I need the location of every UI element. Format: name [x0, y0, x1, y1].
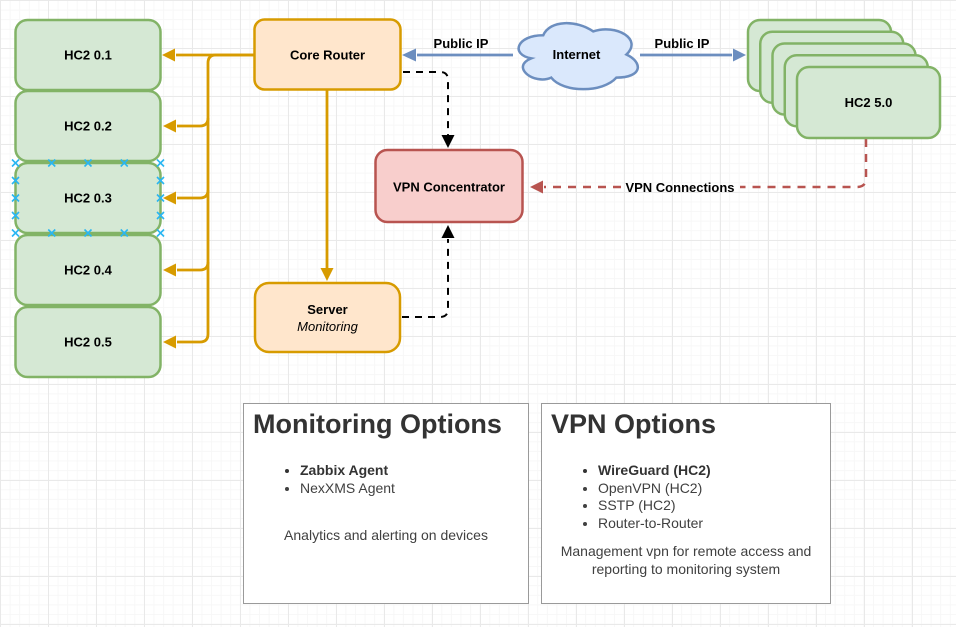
vpn-connections-label: VPN Connections: [625, 180, 734, 195]
node-vpn-concentrator[interactable]: VPN Concentrator: [374, 148, 524, 224]
server-label: Server: [307, 302, 347, 317]
public-ip-left-label: Public IP: [434, 36, 489, 51]
vpn-options-note-line2: reporting to monitoring system: [591, 560, 781, 577]
hc2-02-label: HC2 0.2: [64, 119, 112, 134]
hc2-01-label: HC2 0.1: [64, 48, 112, 63]
edge-core-router-trunk-to-hc2-05[interactable]: [163, 53, 254, 349]
list-item: NexXMS Agent: [300, 480, 528, 498]
edge-internet-to-hc2-stack[interactable]: [640, 48, 746, 62]
public-ip-right-label: Public IP: [655, 36, 710, 51]
server-role-label: Monitoring: [297, 319, 358, 334]
vpn-options-title: VPN Options: [551, 409, 717, 439]
edge-branch-to-hc2-04[interactable]: [163, 261, 210, 277]
list-item: Zabbix Agent: [300, 462, 528, 480]
node-hc2-stack[interactable]: HC2 5.0: [746, 18, 942, 140]
core-router-label: Core Router: [290, 48, 365, 63]
node-hc2-01[interactable]: HC2 0.1: [14, 18, 162, 92]
edge-server-to-vpn-concentrator[interactable]: [402, 225, 455, 318]
list-item: WireGuard (HC2): [598, 462, 830, 480]
edge-branch-to-hc2-02[interactable]: [163, 117, 210, 133]
node-hc2-05[interactable]: HC2 0.5: [14, 305, 162, 379]
hc2-stack-label: HC2 5.0: [845, 95, 893, 110]
node-hc2-04[interactable]: HC2 0.4: [14, 233, 162, 307]
list-item: Router-to-Router: [598, 515, 830, 533]
edge-core-router-to-server[interactable]: [320, 89, 334, 281]
monitoring-options-panel[interactable]: Monitoring Options Zabbix Agent NexXMS A…: [243, 403, 529, 604]
vpn-options-note-line1: Management vpn for remote access and: [560, 543, 812, 559]
hc2-03-label: HC2 0.3: [64, 191, 112, 206]
monitoring-options-list: Zabbix Agent NexXMS Agent: [244, 462, 528, 497]
vpn-concentrator-label: VPN Concentrator: [393, 180, 505, 195]
edge-branch-to-hc2-03[interactable]: [163, 189, 210, 205]
monitoring-options-title: Monitoring Options: [253, 409, 502, 439]
monitoring-options-note: Analytics and alerting on devices: [284, 527, 488, 543]
node-hc2-03[interactable]: HC2 0.3: [14, 161, 162, 235]
hc2-05-label: HC2 0.5: [64, 335, 112, 350]
internet-label: Internet: [553, 47, 601, 62]
edge-hc2-stack-to-vpn-concentrator[interactable]: [530, 139, 868, 194]
node-core-router[interactable]: Core Router: [253, 18, 402, 91]
edge-core-router-to-vpn-concentrator[interactable]: [403, 71, 455, 148]
hc2-04-label: HC2 0.4: [64, 263, 112, 278]
node-internet-cloud[interactable]: Internet: [517, 21, 639, 91]
list-item: OpenVPN (HC2): [598, 480, 830, 498]
vpn-options-note: Management vpn for remote access and rep…: [542, 543, 830, 578]
node-server-monitoring[interactable]: Server Monitoring: [253, 281, 402, 354]
list-item: SSTP (HC2): [598, 497, 830, 515]
vpn-options-list: WireGuard (HC2) OpenVPN (HC2) SSTP (HC2)…: [542, 462, 830, 532]
node-hc2-02[interactable]: HC2 0.2: [14, 89, 162, 163]
vpn-options-panel[interactable]: VPN Options WireGuard (HC2) OpenVPN (HC2…: [541, 403, 831, 604]
edge-internet-to-core-router[interactable]: [402, 48, 513, 62]
